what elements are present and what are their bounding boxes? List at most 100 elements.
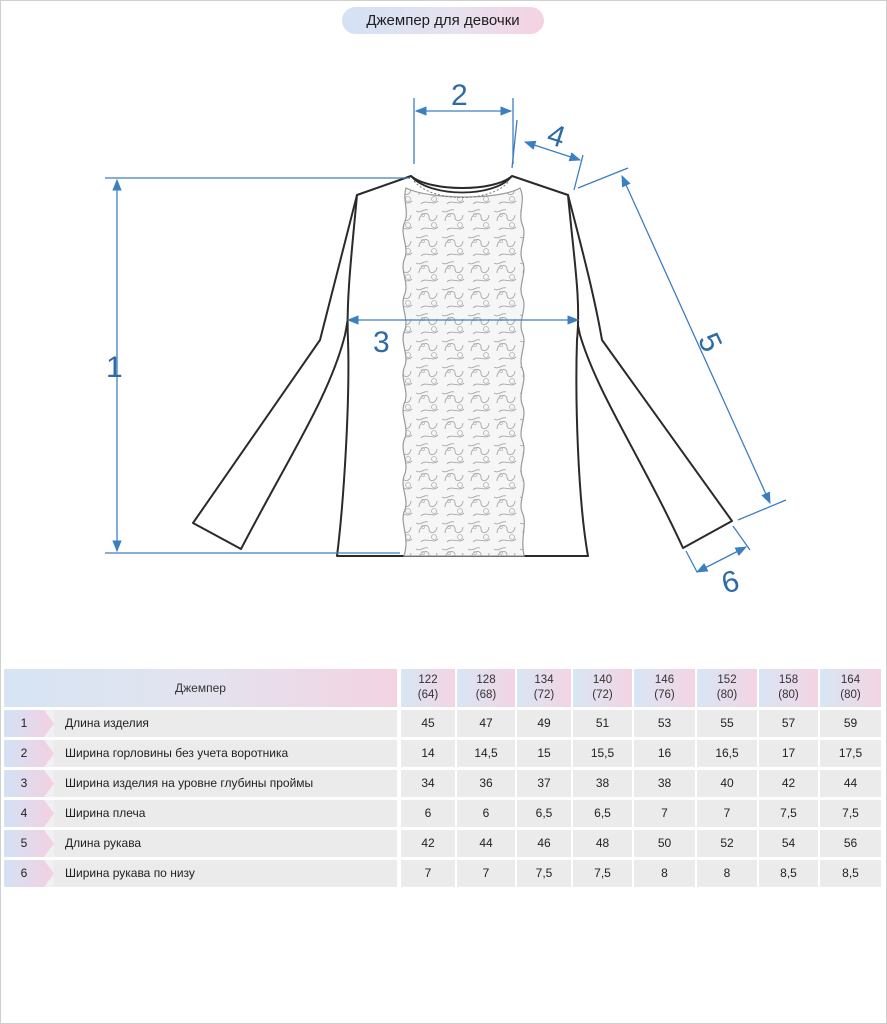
size-column-header: 164(80)	[820, 669, 881, 707]
measurement-value: 51	[573, 710, 632, 737]
page-title: Джемпер для девочки	[342, 7, 544, 34]
measurement-value: 47	[457, 710, 515, 737]
measurement-label: Ширина рукава по низу	[54, 860, 397, 887]
size-value: 140	[592, 674, 613, 686]
row-number-badge: 2	[4, 740, 54, 767]
measurement-value: 17,5	[820, 740, 881, 767]
row-number-badge: 3	[4, 770, 54, 797]
measurement-value: 15,5	[573, 740, 632, 767]
measurement-value: 8,5	[820, 860, 881, 887]
size-table-header: Джемпер 122 (64) 128 (68) 134 (72) 140(72) 146 (…	[0, 669, 887, 707]
measurement-value: 7	[401, 860, 455, 887]
measurement-value: 57	[759, 710, 818, 737]
row-number-badge: 1	[4, 710, 54, 737]
chest-value: (68)	[475, 689, 497, 701]
measurement-value: 6,5	[517, 800, 571, 827]
size-value: 134	[534, 674, 554, 686]
measurement-value: 7,5	[517, 860, 571, 887]
measurement-value: 53	[634, 710, 695, 737]
measurement-value: 7	[697, 800, 757, 827]
measurement-value: 42	[401, 830, 455, 857]
measurement-value: 42	[759, 770, 818, 797]
measurement-value: 56	[820, 830, 881, 857]
size-value: 164	[840, 674, 861, 686]
dimension-label-1: 1	[106, 351, 123, 384]
measurement-value: 38	[573, 770, 632, 797]
measurement-label: Длина рукава	[54, 830, 397, 857]
chevron-badge-icon	[4, 740, 54, 767]
measurement-value: 16,5	[697, 740, 757, 767]
chest-value: (76)	[654, 689, 675, 701]
measurement-value: 7	[457, 860, 515, 887]
neckline-stitching	[413, 180, 510, 198]
dimension-label-4: 4	[543, 118, 569, 155]
measurement-label: Длина изделия	[54, 710, 397, 737]
row-number: 1	[20, 716, 28, 730]
size-column-header: 128 (68)	[457, 669, 515, 707]
row-number: 4	[20, 806, 28, 820]
dimension-lines	[105, 98, 787, 573]
measurement-value: 48	[573, 830, 632, 857]
row-number: 3	[20, 776, 28, 790]
chevron-badge-icon	[4, 710, 54, 737]
chest-value: (80)	[716, 689, 738, 701]
size-value: 158	[778, 674, 799, 686]
measurement-value: 7,5	[820, 800, 881, 827]
measurement-value: 59	[820, 710, 881, 737]
measurement-value: 7	[634, 800, 695, 827]
measurement-value: 37	[517, 770, 571, 797]
neckline	[410, 175, 513, 194]
size-column-header: 122 (64)	[401, 669, 455, 707]
measurement-value: 17	[759, 740, 818, 767]
measurement-value: 54	[759, 830, 818, 857]
size-column-header: 140(72)	[573, 669, 632, 707]
measurement-value: 6	[401, 800, 455, 827]
size-value: 128	[476, 674, 496, 686]
header-garment-label: Джемпер	[4, 669, 397, 707]
chest-value: (80)	[778, 689, 799, 701]
measurement-value: 55	[697, 710, 757, 737]
dimension-label-5: 5	[691, 328, 728, 357]
size-value: 122	[418, 674, 438, 686]
chevron-badge-icon	[4, 830, 54, 857]
size-column-header: 134 (72)	[517, 669, 571, 707]
measurement-value: 50	[634, 830, 695, 857]
row-number-badge: 6	[4, 860, 54, 887]
chevron-badge-icon	[4, 860, 54, 887]
measurement-value: 16	[634, 740, 695, 767]
measurement-value: 14	[401, 740, 455, 767]
lace-panel	[402, 187, 525, 557]
measurement-value: 34	[401, 770, 455, 797]
size-column-header: 152 (80)	[697, 669, 757, 707]
measurement-value: 36	[457, 770, 515, 797]
chest-value: (64)	[417, 689, 439, 701]
measurement-value: 44	[457, 830, 515, 857]
measurement-label: Ширина горловины без учета воротника	[54, 740, 397, 767]
measurement-value: 7,5	[759, 800, 818, 827]
row-number-badge: 4	[4, 800, 54, 827]
measurement-value: 8,5	[759, 860, 818, 887]
dimension-label-2: 2	[451, 79, 468, 112]
row-number: 2	[20, 746, 28, 760]
measurement-value: 49	[517, 710, 571, 737]
size-value: 146	[654, 674, 675, 686]
row-number: 6	[20, 866, 28, 880]
measurement-value: 7,5	[573, 860, 632, 887]
measurement-value: 40	[697, 770, 757, 797]
size-column-header: 158 (80)	[759, 669, 818, 707]
measurement-value: 14,5	[457, 740, 515, 767]
measurement-value: 6	[457, 800, 515, 827]
garment-diagram: 1 2 3 4 5 6	[105, 79, 787, 600]
measurement-value: 46	[517, 830, 571, 857]
row-number-badge: 5	[4, 830, 54, 857]
chest-value: (72)	[533, 689, 555, 701]
row-number: 5	[20, 836, 28, 850]
size-value: 152	[717, 674, 737, 686]
dimension-label-6: 6	[718, 564, 743, 600]
measurement-value: 38	[634, 770, 695, 797]
